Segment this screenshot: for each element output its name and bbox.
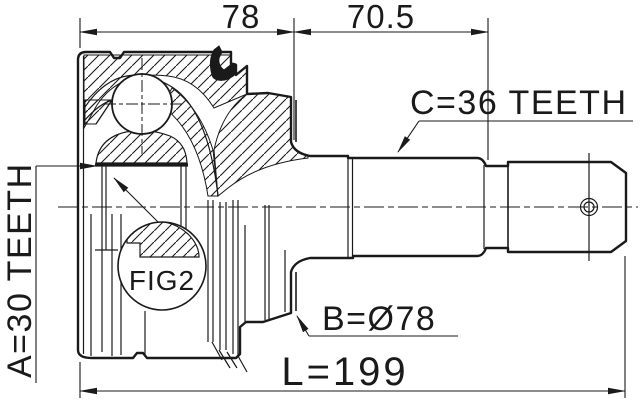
bearing-ball (104, 58, 182, 154)
label-A-spline: A=30 TEETH (1, 162, 98, 383)
label-B-text: B=Ø78 (322, 300, 436, 338)
fig2-leader (113, 177, 159, 223)
label-B-diameter: B=Ø78 (296, 300, 458, 338)
boot-clamp-lip (209, 45, 237, 81)
fig2-label: FIG2 (129, 265, 195, 296)
dimension-78: 78 (79, 0, 295, 140)
label-A-text: A=30 TEETH (1, 162, 39, 378)
dimension-70-5: 70.5 (293, 0, 489, 160)
fig2-callout: FIG2 (113, 177, 207, 311)
dim-L199-text: L=199 (281, 350, 408, 394)
housing-interior-lines (82, 56, 297, 373)
label-C-text: C=36 TEETH (410, 84, 628, 122)
dim-70-5-text: 70.5 (347, 0, 415, 35)
dim-78-text: 78 (222, 0, 261, 35)
housing-section-hatching (83, 54, 309, 197)
dimension-L199: L=199 (79, 256, 626, 398)
label-C-spline: C=36 TEETH (397, 84, 633, 153)
